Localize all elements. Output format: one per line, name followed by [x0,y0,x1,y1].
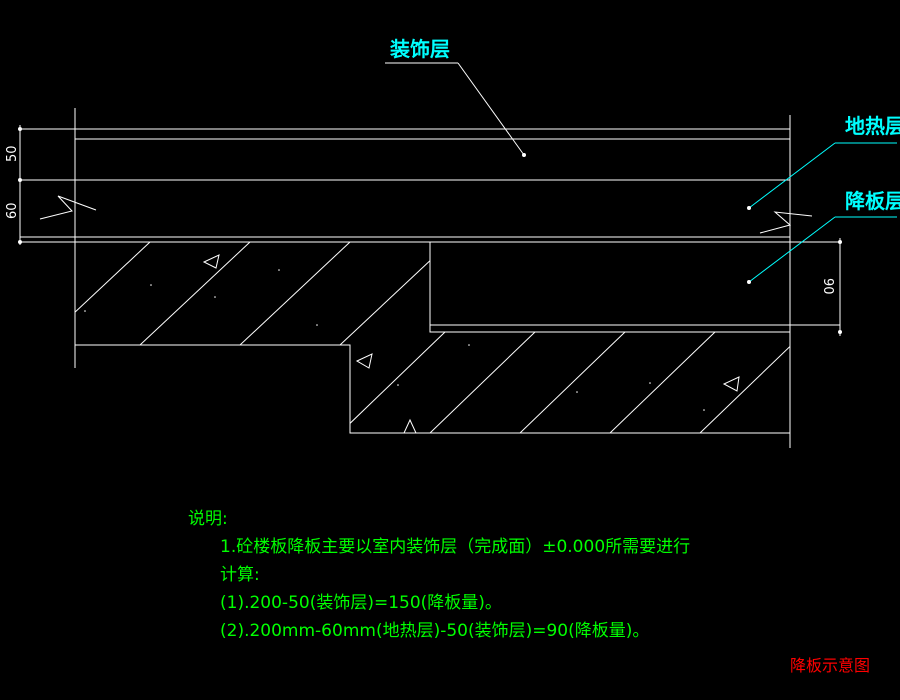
aggregate-triangle-2 [355,353,373,369]
dimension-60: 60 [5,202,20,219]
decorative-specks [84,269,705,411]
drop-layer-label: 降板层 [845,189,900,213]
slab-outline [75,241,791,434]
notes-line-1: 1.砼楼板降板主要以室内装饰层（完成面）±0.000所需要进行 [220,537,690,557]
drop-leader [748,216,836,283]
aggregate-triangle-3 [722,376,740,392]
drawing-title: 降板示意图 [790,656,870,675]
heating-layer-label: 地热层 [845,114,900,138]
notes-heading: 说明: [188,509,228,529]
notes-line-2: 计算: [220,565,260,585]
dimension-lines [18,125,842,336]
dimension-50: 50 [5,145,20,162]
aggregate-triangle-1 [202,254,220,269]
leader-lines [385,62,897,284]
decor-layer-label: 装饰层 [389,37,450,61]
break-line-right [759,211,813,234]
notes-line-3: (1).200-50(装饰层)=150(降板量)。 [220,593,502,613]
decor-leader [457,62,525,156]
aggregate-triangle-4 [403,418,417,434]
break-line-left [39,195,97,220]
concrete-slab [75,241,840,434]
dimension-90: 90 [820,278,835,295]
notes-line-4: (2).200mm-60mm(地热层)-50(装饰层)=90(降板量)。 [220,621,649,641]
heating-leader [748,142,836,209]
